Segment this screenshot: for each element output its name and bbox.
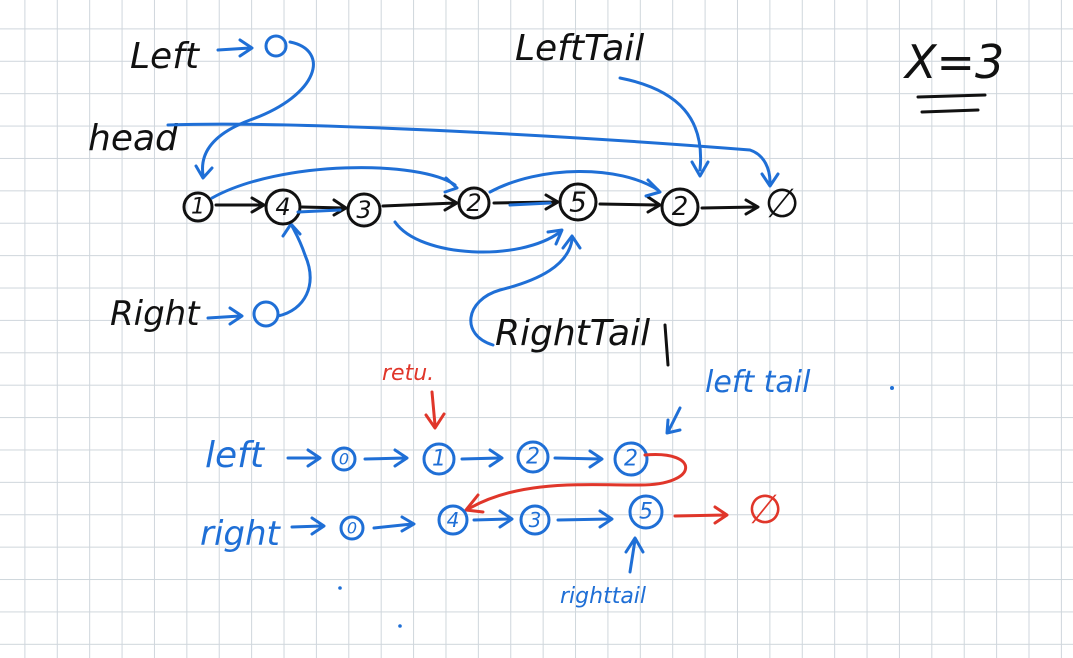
right-row-arrow-1 bbox=[372, 515, 416, 533]
list-null: ∅ bbox=[765, 181, 800, 227]
left-row-arrow-2 bbox=[460, 448, 504, 468]
x-value-underline bbox=[916, 93, 987, 114]
left-tail-pointer bbox=[618, 76, 703, 172]
left-dummy-node bbox=[264, 34, 288, 58]
left-tail-lower-label: left tail bbox=[705, 365, 811, 400]
right-row-node-0 bbox=[339, 515, 365, 541]
stray-dot bbox=[890, 386, 894, 390]
left-row-node-2-value: 2 bbox=[526, 445, 540, 470]
right-arrow bbox=[206, 306, 244, 326]
list-arrow-5 bbox=[598, 195, 662, 214]
right-dummy-node bbox=[252, 300, 280, 328]
left-row-node-1-value: 1 bbox=[432, 447, 446, 472]
right-tail-arrowhead bbox=[561, 234, 582, 250]
right-tail-stroke bbox=[663, 323, 670, 367]
right-row-node-2-value: 3 bbox=[529, 508, 542, 532]
right-tail-lower-label: righttail bbox=[560, 584, 646, 609]
rewire-1-to-2 bbox=[210, 166, 457, 200]
right-row-arrow-2 bbox=[472, 509, 514, 529]
list-node-1-value: 1 bbox=[191, 195, 205, 220]
left-row-node-3-value: 2 bbox=[624, 447, 638, 472]
left-label: Left bbox=[130, 36, 201, 77]
left-row-node-2 bbox=[516, 440, 550, 474]
left-row-arrow-1 bbox=[363, 448, 409, 468]
right-dummy-arrowhead bbox=[281, 222, 302, 238]
list-arrow-1 bbox=[214, 196, 266, 214]
right-row-arrow-0 bbox=[290, 516, 326, 536]
left-row-node-0 bbox=[331, 446, 357, 472]
head-label: head bbox=[88, 118, 179, 159]
list-node-6-value: 2 bbox=[672, 192, 689, 222]
stray-dot bbox=[338, 586, 342, 590]
rewire-2-to-2-head bbox=[644, 178, 662, 198]
right-tail-pointer bbox=[469, 238, 574, 347]
left-row-arrow-0 bbox=[286, 448, 322, 468]
left-tail-lower-arrow bbox=[665, 406, 682, 435]
return-arrow bbox=[424, 390, 446, 430]
right-row-node-2 bbox=[519, 504, 551, 536]
right-row-null: ∅ bbox=[748, 487, 783, 533]
left-row-node-1 bbox=[422, 442, 456, 476]
left-dummy-arrowhead bbox=[194, 164, 214, 180]
list-node-2 bbox=[264, 188, 302, 226]
rewire-2-to-2 bbox=[488, 170, 660, 194]
left-dummy-pointer bbox=[201, 40, 315, 177]
right-label: Right bbox=[110, 294, 201, 334]
list-node-2-value: 4 bbox=[275, 193, 290, 221]
list-node-5-value: 5 bbox=[569, 186, 587, 219]
right-row-arrow-null bbox=[673, 505, 729, 525]
list-arrow-2 bbox=[300, 198, 348, 217]
left-arrow bbox=[216, 38, 254, 58]
rewire-to-5 bbox=[508, 201, 552, 207]
right-row-node-3 bbox=[628, 494, 664, 530]
list-arrow-6 bbox=[700, 198, 760, 216]
right-dummy-pointer bbox=[276, 224, 312, 318]
right-tail-lower-arrow bbox=[624, 536, 645, 574]
left-tail-label: LeftTail bbox=[515, 28, 644, 69]
list-node-6 bbox=[660, 187, 700, 227]
left-row-label: left bbox=[205, 435, 266, 476]
return-label: retu. bbox=[382, 361, 434, 386]
left-row-node-3 bbox=[613, 441, 649, 477]
list-node-3-value: 3 bbox=[356, 196, 371, 224]
left-row-arrow-3 bbox=[553, 449, 604, 469]
list-node-5 bbox=[558, 182, 598, 222]
rewire-4-to-3 bbox=[296, 208, 342, 214]
right-row-node-1-value: 4 bbox=[447, 508, 460, 532]
list-node-1 bbox=[182, 191, 214, 223]
list-arrow-3 bbox=[381, 194, 459, 212]
stray-dot bbox=[398, 624, 402, 628]
right-row-node-0-value: 0 bbox=[347, 519, 357, 538]
right-tail-label: RightTail bbox=[495, 313, 650, 354]
left-tail-to-right-head-arrowhead bbox=[464, 493, 485, 514]
head-to-null-arrow bbox=[166, 122, 772, 184]
left-tail-to-right-head-link bbox=[468, 453, 688, 510]
left-row-node-0-value: 0 bbox=[339, 450, 349, 469]
head-to-null-arrowhead bbox=[760, 172, 780, 188]
rewire-3-to-5-head bbox=[546, 228, 564, 246]
x-value-label: X=3 bbox=[903, 35, 1004, 89]
left-tail-arrowhead bbox=[690, 160, 710, 178]
list-node-4 bbox=[457, 186, 491, 220]
right-row-arrow-3 bbox=[556, 509, 614, 529]
right-row-node-3-value: 5 bbox=[639, 500, 653, 525]
rewire-1-to-2-head bbox=[443, 176, 459, 194]
right-row-label: right bbox=[200, 514, 282, 554]
list-node-4-value: 2 bbox=[466, 189, 481, 217]
right-row-node-1 bbox=[437, 504, 469, 536]
rewire-3-to-5 bbox=[393, 220, 562, 254]
list-node-3 bbox=[346, 192, 382, 228]
